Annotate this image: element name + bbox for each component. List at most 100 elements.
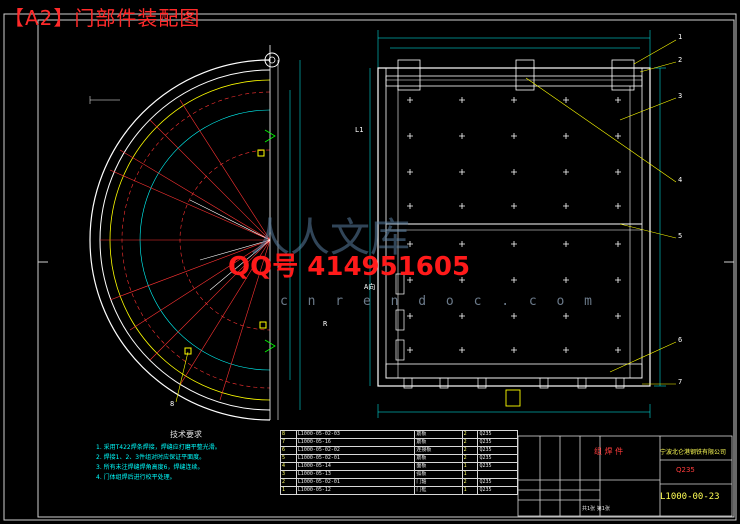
bom-cell-material xyxy=(477,470,518,479)
hole-marker xyxy=(615,313,621,319)
hole-marker xyxy=(615,277,621,283)
hole-marker xyxy=(459,347,465,353)
callout-5: 5 xyxy=(678,232,683,240)
bom-cell-no: 5 xyxy=(280,454,297,463)
part-name: 组 焊 件 xyxy=(594,447,624,456)
qq-contact-text: QQ号 414951605 xyxy=(228,252,471,282)
view-label-section: A向 xyxy=(364,283,376,291)
hole-marker xyxy=(511,347,517,353)
hole-marker xyxy=(615,169,621,175)
hole-marker xyxy=(459,203,465,209)
bom-cell-name: 筋板 xyxy=(414,454,463,463)
callout-7: 7 xyxy=(678,378,683,386)
hole-marker xyxy=(511,313,517,319)
hole-marker xyxy=(615,133,621,139)
callout-6: 6 xyxy=(678,336,683,344)
hole-marker xyxy=(407,133,413,139)
hole-marker xyxy=(511,169,517,175)
bom-cell-name: 筋板 xyxy=(414,430,463,439)
hole-marker xyxy=(459,97,465,103)
bom-cell-material: Q235 xyxy=(477,486,518,495)
hole-marker xyxy=(511,203,517,209)
hole-marker xyxy=(615,97,621,103)
hole-marker xyxy=(407,169,413,175)
hole-marker xyxy=(563,347,569,353)
hole-marker xyxy=(511,277,517,283)
hole-marker xyxy=(407,313,413,319)
hole-marker xyxy=(563,203,569,209)
tech-req-item: 1. 采用T422焊条焊接，焊缝应打磨平整光滑。 xyxy=(96,444,221,451)
bom-cell-name: 筋板 xyxy=(414,438,463,447)
title-block xyxy=(517,435,733,517)
hole-marker xyxy=(615,241,621,247)
hole-marker xyxy=(407,97,413,103)
bom-cell-qty: 2 xyxy=(461,446,479,455)
bom-cell-qty: 1 xyxy=(461,486,479,495)
tech-req-item: 3. 所有未注焊缝焊角高度6，焊缝连续。 xyxy=(96,464,204,471)
outer-frame xyxy=(3,13,737,521)
tech-req-item: 2. 焊接1、2、3件组对时应保证平面度。 xyxy=(96,454,206,461)
bom-cell-no: 8 xyxy=(280,430,297,439)
bom-cell-no: 6 xyxy=(280,446,297,455)
bom-cell-code: L1000-05-13 xyxy=(295,470,416,479)
bom-cell-code: L1000-05-02-01 xyxy=(295,478,416,487)
logo-watermark: 人人文库 xyxy=(250,215,410,261)
bom-cell-material: Q235 xyxy=(477,462,518,471)
hole-marker xyxy=(407,277,413,283)
hole-markers xyxy=(407,97,621,353)
bom-cell-material: Q235 xyxy=(477,430,518,439)
bom-cell-material: Q235 xyxy=(477,438,518,447)
hole-marker xyxy=(511,133,517,139)
bom-cell-qty: 2 xyxy=(461,430,479,439)
hole-marker xyxy=(563,313,569,319)
hole-marker xyxy=(563,133,569,139)
company-name: 宁波北仑港钢铁有限公司 xyxy=(660,449,727,456)
callout-4: 4 xyxy=(678,176,683,184)
view-label-side: R xyxy=(323,320,328,328)
bom-cell-no: 2 xyxy=(280,478,297,487)
bom-cell-code: L1000-05-02-03 xyxy=(295,430,416,439)
bom-cell-qty: 2 xyxy=(461,478,479,487)
callout-8: 8 xyxy=(170,400,175,408)
hole-marker xyxy=(459,241,465,247)
hole-marker xyxy=(615,203,621,209)
hole-marker xyxy=(459,169,465,175)
material-label: Q235 xyxy=(676,466,695,474)
bom-cell-qty: 2 xyxy=(461,454,479,463)
left-view-arc xyxy=(89,45,301,421)
hole-marker xyxy=(459,133,465,139)
hole-marker xyxy=(511,241,517,247)
hole-marker xyxy=(407,203,413,209)
hole-marker xyxy=(563,169,569,175)
bom-cell-qty: 1 xyxy=(461,462,479,471)
hole-marker xyxy=(563,97,569,103)
bom-cell-code: L1000-05-12 xyxy=(295,486,416,495)
drawing-number: L1000-00-23 xyxy=(660,492,720,502)
bom-cell-no: 4 xyxy=(280,462,297,471)
hole-marker xyxy=(407,241,413,247)
bom-cell-material: Q235 xyxy=(477,478,518,487)
bom-cell-name: 面板 xyxy=(414,462,463,471)
hole-marker xyxy=(459,313,465,319)
bom-cell-name: 弧板 xyxy=(414,470,463,479)
bom-cell-name: 连接板 xyxy=(414,446,463,455)
bom-cell-qty: 1 xyxy=(461,470,479,479)
bom-cell-code: L1000-05-02-02 xyxy=(295,446,416,455)
bom-cell-name: 门框 xyxy=(414,486,463,495)
callout-3: 3 xyxy=(678,92,683,100)
technical-requirements: 技术要求 1. 采用T422焊条焊接，焊缝应打磨平整光滑。 2. 焊接1、2、3… xyxy=(96,430,276,483)
hole-marker xyxy=(563,277,569,283)
hole-marker xyxy=(459,277,465,283)
bom-cell-qty: 2 xyxy=(461,438,479,447)
bom-cell-name: 门轴 xyxy=(414,478,463,487)
bom-cell-no: 1 xyxy=(280,486,297,495)
drawing-border xyxy=(37,19,735,518)
callout-1: 1 xyxy=(678,33,683,41)
document-title: 【A2】门部件装配图 xyxy=(4,6,201,30)
hole-marker xyxy=(563,241,569,247)
